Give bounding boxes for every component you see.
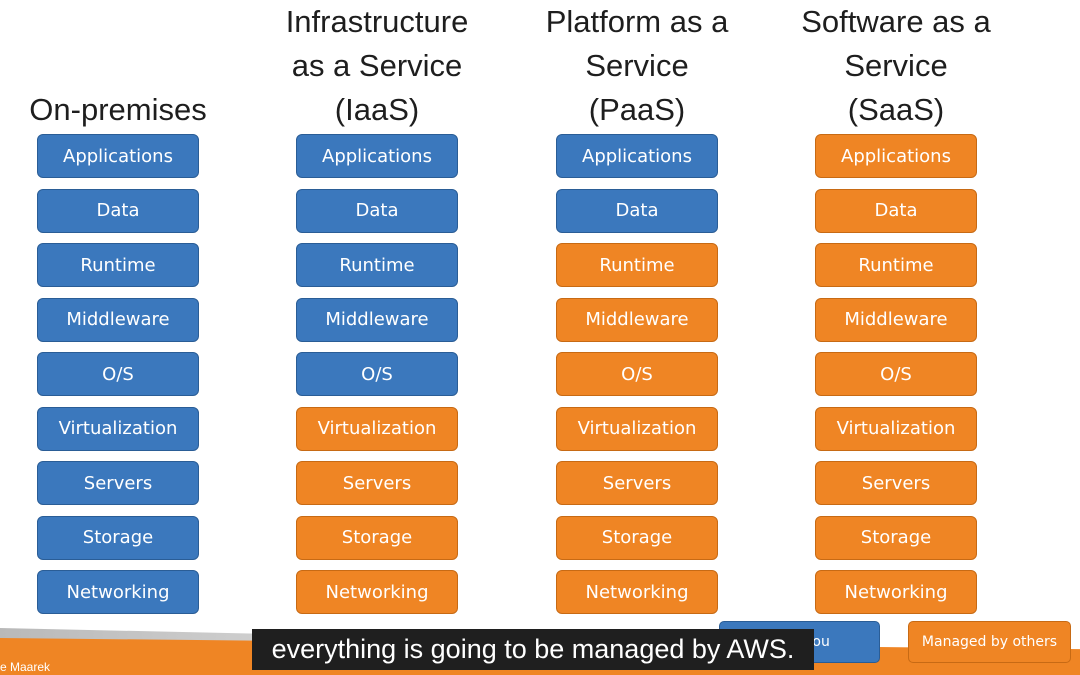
layer-applications: Applications [37, 134, 199, 178]
column-title: Platform as a Service (PaaS) [545, 4, 729, 127]
layer-storage: Storage [815, 515, 977, 560]
column-saas: Software as a Service (SaaS) Application… [766, 0, 1026, 614]
layer-stack: Applications Data Runtime Middleware O/S… [556, 134, 718, 625]
column-title: Software as a Service (SaaS) [801, 4, 991, 127]
layer-middleware: Middleware [556, 297, 718, 342]
layer-stack: Applications Data Runtime Middleware O/S… [815, 134, 977, 625]
layer-servers: Servers [37, 461, 199, 505]
layer-runtime: Runtime [37, 243, 199, 287]
legend-managed-by-others: Managed by others [908, 621, 1071, 663]
column-iaas: Infrastructure as a Service (IaaS) Appli… [247, 0, 507, 614]
layer-virtualization: Virtualization [556, 406, 718, 451]
layer-middleware: Middleware [815, 297, 977, 342]
column-paas: Platform as a Service (PaaS) Application… [507, 0, 767, 614]
layer-stack: Applications Data Runtime Middleware O/S… [37, 134, 199, 625]
layer-applications: Applications [815, 134, 977, 178]
layer-os: O/S [815, 352, 977, 396]
column-on-premises: On-premises Applications Data Runtime Mi… [0, 0, 248, 614]
layer-storage: Storage [37, 515, 199, 560]
layer-data: Data [815, 188, 977, 233]
layer-networking: Networking [815, 570, 977, 614]
layer-data: Data [296, 188, 458, 233]
layer-os: O/S [296, 352, 458, 396]
layer-runtime: Runtime [556, 243, 718, 287]
layer-runtime: Runtime [296, 243, 458, 287]
column-title: Infrastructure as a Service (IaaS) [285, 4, 469, 127]
layer-middleware: Middleware [296, 297, 458, 342]
layer-storage: Storage [296, 515, 458, 560]
layer-networking: Networking [296, 570, 458, 614]
layer-networking: Networking [37, 570, 199, 614]
layer-virtualization: Virtualization [37, 406, 199, 451]
layer-servers: Servers [296, 461, 458, 505]
layer-os: O/S [37, 352, 199, 396]
author-credit: e Maarek [0, 660, 51, 674]
layer-servers: Servers [815, 461, 977, 505]
layer-storage: Storage [556, 515, 718, 560]
layer-middleware: Middleware [37, 297, 199, 342]
layer-runtime: Runtime [815, 243, 977, 287]
layer-applications: Applications [556, 134, 718, 178]
layer-servers: Servers [556, 461, 718, 505]
layer-data: Data [556, 188, 718, 233]
column-title: On-premises [29, 92, 207, 127]
layer-os: O/S [556, 352, 718, 396]
layer-virtualization: Virtualization [296, 406, 458, 451]
layer-data: Data [37, 188, 199, 233]
layer-networking: Networking [556, 570, 718, 614]
layer-stack: Applications Data Runtime Middleware O/S… [296, 134, 458, 625]
layer-applications: Applications [296, 134, 458, 178]
layer-virtualization: Virtualization [815, 406, 977, 451]
video-caption: everything is going to be managed by AWS… [252, 629, 814, 670]
